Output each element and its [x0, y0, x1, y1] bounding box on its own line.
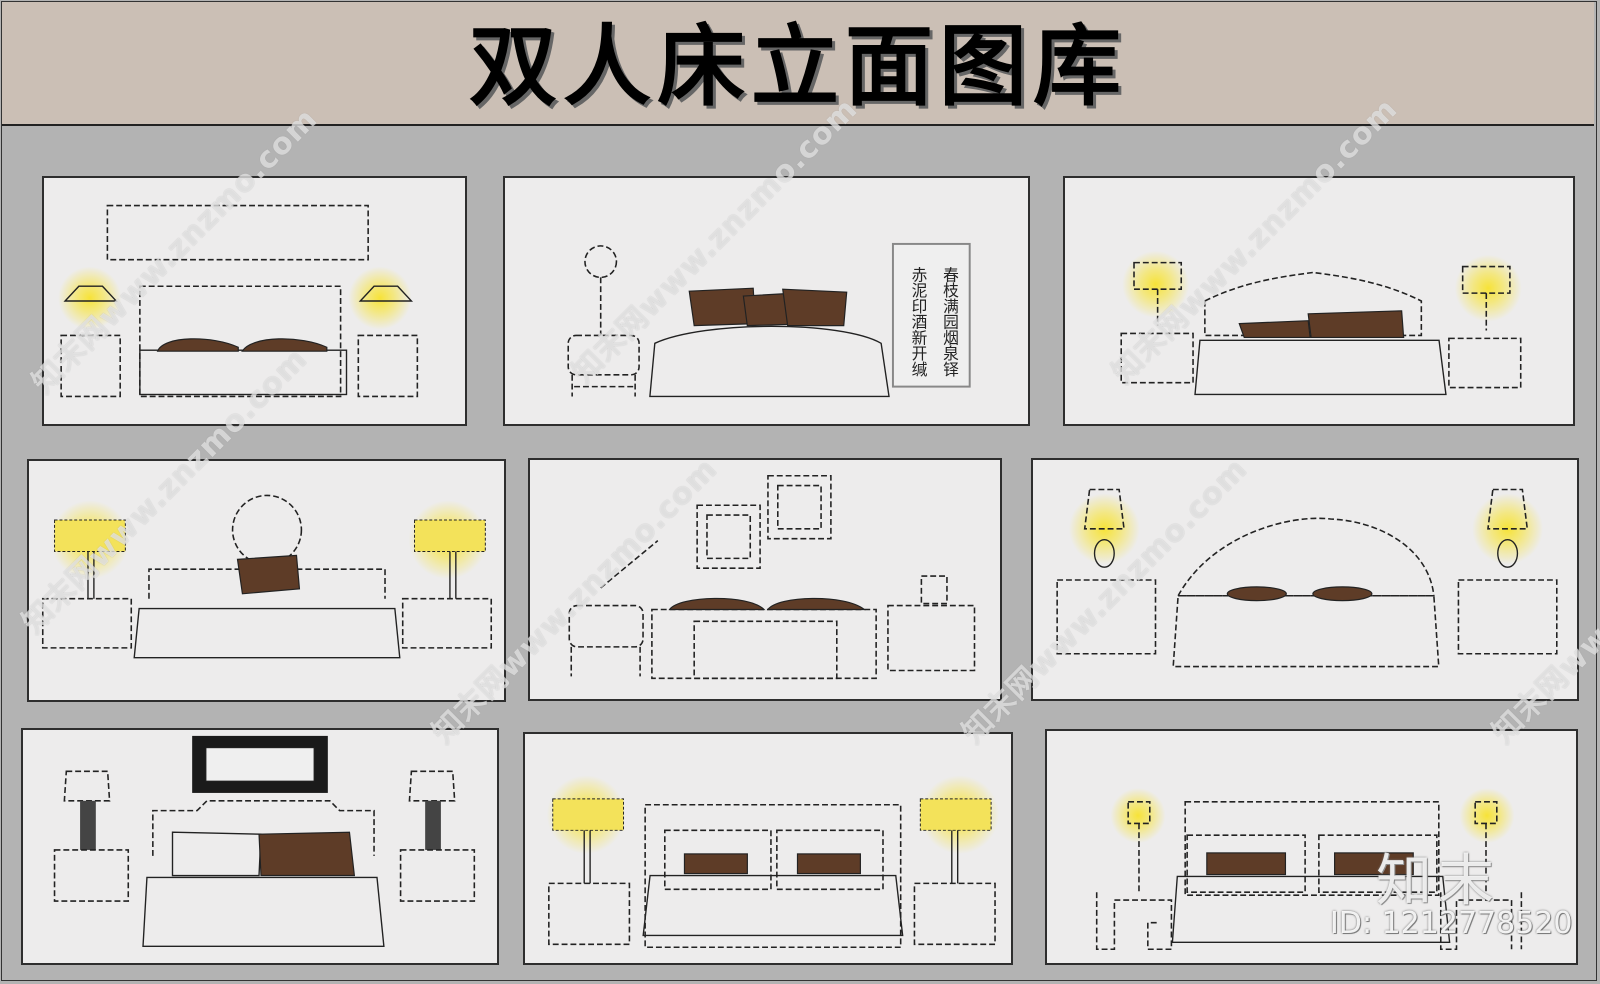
brand-watermark: 知末: [1376, 849, 1500, 914]
bed-drawing-5: [568, 474, 976, 680]
bed-drawing-9: [1095, 788, 1523, 951]
header-banner: 双人床立面图库: [2, 2, 1594, 126]
bed-elevation-panel-7: [21, 728, 499, 965]
bed-elevation-panel-8: [523, 732, 1013, 965]
bed-elevation-panel-6: [1031, 458, 1579, 701]
bed-elevation-panel-5: [528, 458, 1002, 701]
calligraphy-line-1: 春枝满园烟泉铎: [941, 266, 960, 376]
bed-elevation-panel-3: [1063, 176, 1575, 426]
bed-drawing-7: [53, 735, 476, 947]
bed-elevation-panel-9: [1045, 729, 1578, 965]
bed-drawing-2: 春枝满园烟泉铎 赤泥印酒新开缄: [567, 242, 971, 398]
bed-elevation-panel-2: 春枝满园烟泉铎 赤泥印酒新开缄: [503, 176, 1030, 426]
bed-elevation-panel-4: [27, 459, 506, 702]
bed-drawing-6: [1056, 488, 1558, 668]
calligraphy-line-2: 赤泥印酒新开缄: [909, 266, 928, 377]
bed-elevation-panel-1: [42, 176, 467, 426]
page-title: 双人床立面图库: [468, 14, 1127, 118]
bed-drawing-3: [1120, 250, 1522, 396]
id-watermark: ID: 1212778520: [1330, 906, 1573, 941]
bed-drawing-1: [58, 204, 419, 398]
bed-drawing-8: [546, 775, 999, 949]
bed-drawing-4: [41, 494, 493, 659]
